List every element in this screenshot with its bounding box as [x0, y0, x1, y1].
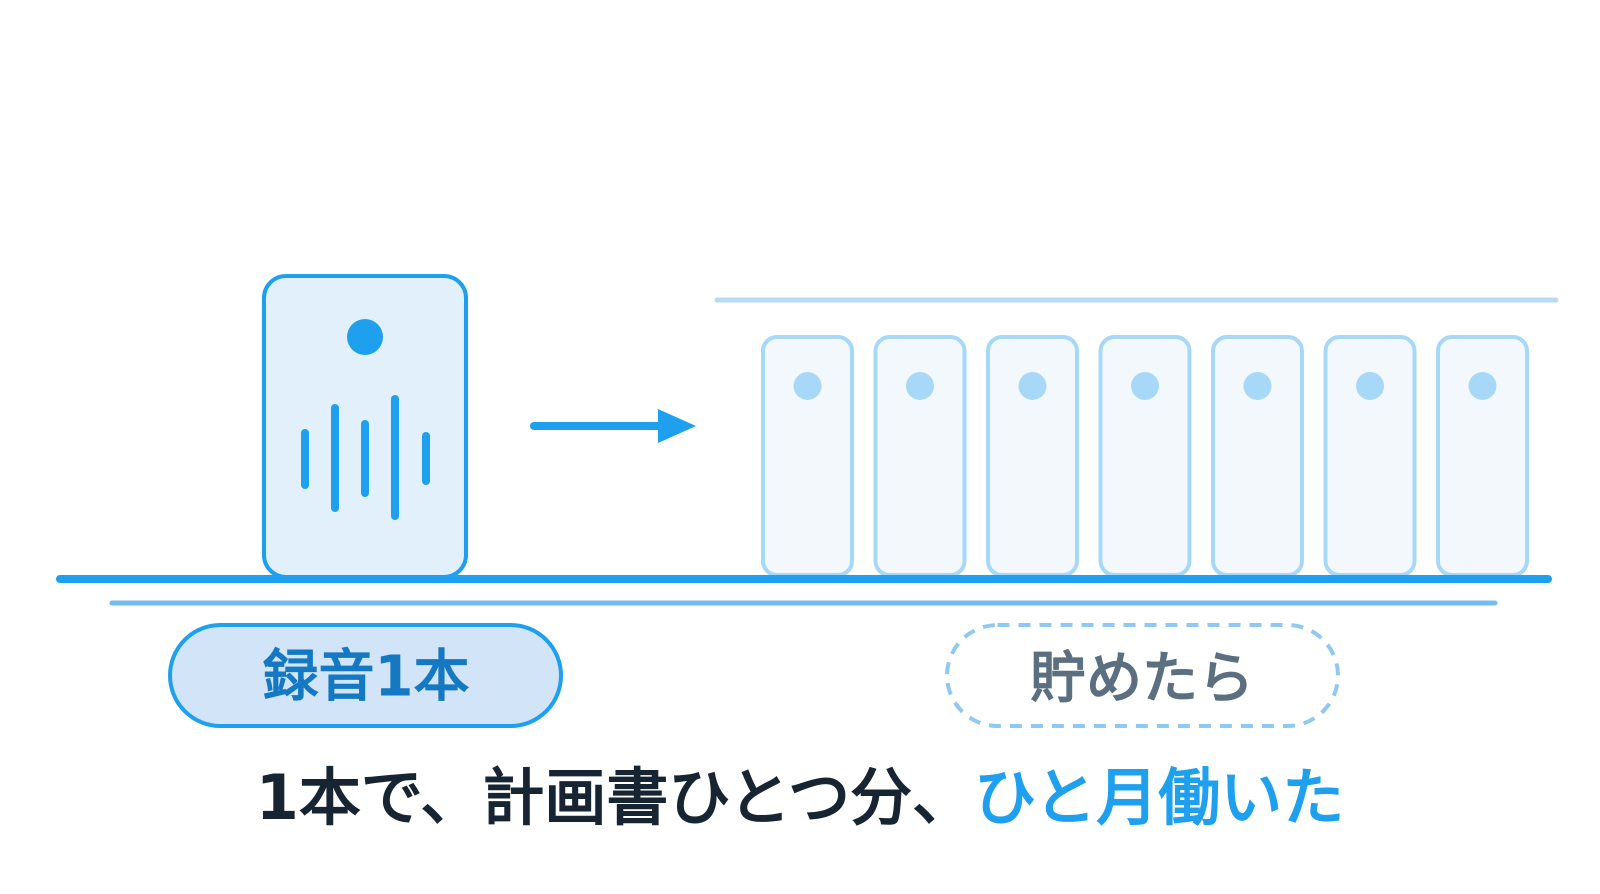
stored-document-icon [1098, 335, 1192, 577]
accumulate-label-pill: 貯めたら [945, 623, 1340, 728]
accumulate-label: 貯めたら [1030, 647, 1254, 712]
stored-documents [761, 335, 1529, 577]
caption: 1本で、計画書ひとつ分、ひと月働いた [0, 758, 1600, 838]
stored-document-icon [873, 335, 967, 577]
waveform-icon [301, 395, 430, 520]
stored-document-icon [1436, 335, 1529, 577]
stored-document-icon [1211, 335, 1304, 577]
stored-document-icon [1323, 335, 1417, 577]
recording-card [262, 274, 468, 579]
caption-highlight: ひと月働いた [974, 761, 1345, 834]
recording-dot-icon [347, 319, 383, 355]
caption-main: 1本で、計画書ひとつ分、 [255, 761, 975, 834]
stored-document-icon [986, 335, 1079, 577]
recording-label-pill: 録音1本 [168, 623, 563, 728]
stored-document-icon [761, 335, 854, 577]
recording-label: 録音1本 [263, 645, 470, 710]
arrow-right-icon [530, 409, 696, 443]
